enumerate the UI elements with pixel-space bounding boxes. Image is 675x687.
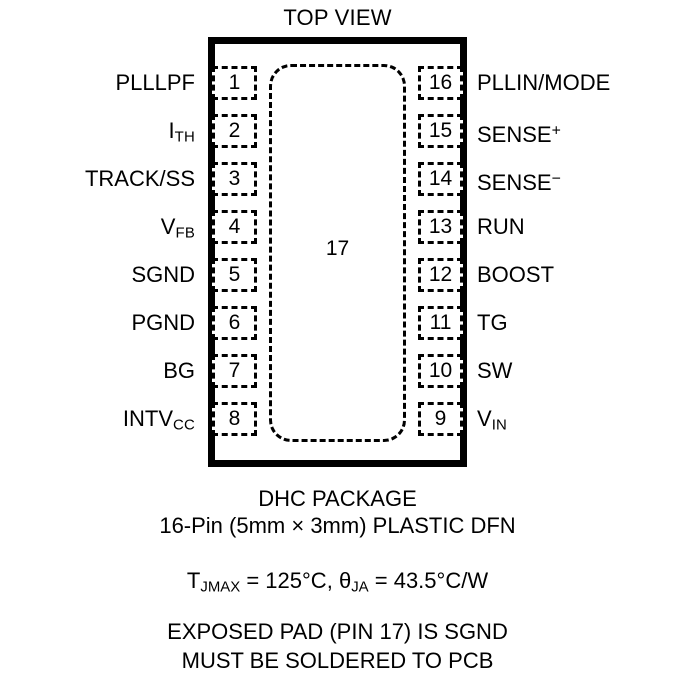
pin-number: 10 xyxy=(428,359,453,382)
pin-label-text: SENSE− xyxy=(477,169,561,195)
pin-number: 9 xyxy=(434,407,447,430)
pin-pad-7: 7 xyxy=(212,354,257,388)
pin-name-ith: ITH xyxy=(169,114,195,154)
pin-label-text: PLLLPF xyxy=(115,70,196,95)
pin-label-text: SW xyxy=(477,358,513,383)
pin-number: 4 xyxy=(228,215,241,238)
pin-pad-11: 11 xyxy=(418,306,463,340)
pin-label-text: TRACK/SS xyxy=(84,166,195,191)
pin-label-text: VFB xyxy=(160,214,195,242)
pin-pad-14: 14 xyxy=(418,162,463,196)
pin-number: 13 xyxy=(428,215,453,238)
pin-name-bg: BG xyxy=(163,354,195,388)
pin-name-pllin-mode: PLLIN/MODE xyxy=(477,66,610,100)
pin-name-run: RUN xyxy=(477,210,525,244)
pin-number: 5 xyxy=(228,263,241,286)
pin-number: 16 xyxy=(428,71,453,94)
pin-label-text: SGND xyxy=(131,262,195,287)
thermal-spec-caption: TJMAX = 125°C, θJA = 43.5°C/W xyxy=(186,568,489,596)
exposed-pad-number: 17 xyxy=(325,237,350,260)
pin-pad-15: 15 xyxy=(418,114,463,148)
pin-pad-4: 4 xyxy=(212,210,257,244)
pin-number: 12 xyxy=(428,263,453,286)
pin-pad-5: 5 xyxy=(212,258,257,292)
pin-pad-9: 9 xyxy=(418,402,463,436)
exposed-pad-note-line-1: EXPOSED PAD (PIN 17) IS SGND xyxy=(167,619,508,644)
pin-number: 15 xyxy=(428,119,453,142)
pin-number: 7 xyxy=(228,359,241,382)
package-size-caption: 16-Pin (5mm × 3mm) PLASTIC DFN xyxy=(159,513,516,538)
pin-pad-10: 10 xyxy=(418,354,463,388)
pin-pad-13: 13 xyxy=(418,210,463,244)
pin-number: 14 xyxy=(428,167,453,190)
pin-label-text: INTVCC xyxy=(122,406,195,434)
pin-pad-1: 1 xyxy=(212,66,257,100)
pin-name-tg: TG xyxy=(477,306,508,340)
pin-pad-12: 12 xyxy=(418,258,463,292)
pin-pad-3: 3 xyxy=(212,162,257,196)
exposed-pad-outline xyxy=(269,64,406,442)
pin-pad-8: 8 xyxy=(212,402,257,436)
pin-label-text: SENSE+ xyxy=(477,121,561,147)
pin-number: 2 xyxy=(228,119,241,142)
pin-label-text: PGND xyxy=(131,310,195,335)
pin-name-sense-: SENSE− xyxy=(477,162,561,200)
pin-label-text: BOOST xyxy=(477,262,555,287)
exposed-pad-note-line-2: MUST BE SOLDERED TO PCB xyxy=(181,648,494,673)
pin-name-sense-: SENSE+ xyxy=(477,114,561,152)
pin-name-track-ss: TRACK/SS xyxy=(85,162,195,196)
pin-name-vfb: VFB xyxy=(161,210,195,250)
pin-name-pgnd: PGND xyxy=(131,306,195,340)
pin-number: 1 xyxy=(228,71,241,94)
pin-name-sw: SW xyxy=(477,354,512,388)
top-view-title: TOP VIEW xyxy=(283,5,392,30)
pin-number: 6 xyxy=(228,311,241,334)
pin-pad-2: 2 xyxy=(212,114,257,148)
pin-name-plllpf: PLLLPF xyxy=(116,66,196,100)
package-body-outline xyxy=(208,37,467,467)
pin-label-text: ITH xyxy=(168,118,195,146)
pin-number: 3 xyxy=(228,167,241,190)
pin-number: 8 xyxy=(228,407,241,430)
pin-label-text: PLLIN/MODE xyxy=(477,70,611,95)
pin-label-text: RUN xyxy=(477,214,525,239)
pin-label-text: BG xyxy=(163,358,195,383)
pin-pad-16: 16 xyxy=(418,66,463,100)
pin-label-text: VIN xyxy=(477,406,508,434)
pin-number: 11 xyxy=(429,311,452,334)
pin-label-text: TG xyxy=(477,310,508,335)
pin-name-sgnd: SGND xyxy=(131,258,195,292)
pin-pad-6: 6 xyxy=(212,306,257,340)
pin-name-boost: BOOST xyxy=(477,258,554,292)
package-name-caption: DHC PACKAGE xyxy=(258,486,417,511)
pin-name-intvcc: INTVCC xyxy=(123,402,195,442)
pin-name-vin: VIN xyxy=(477,402,507,442)
